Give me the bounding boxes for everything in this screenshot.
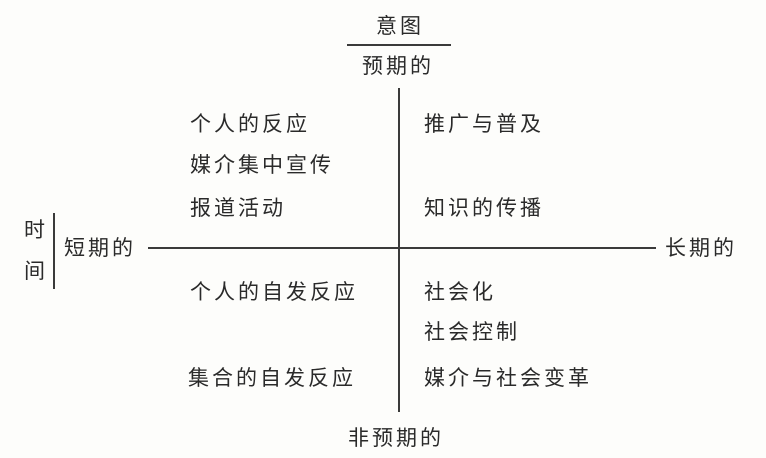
vertical-axis	[398, 88, 400, 412]
quadrant-item: 媒介集中宣传	[190, 153, 334, 177]
quadrant-item: 社会控制	[424, 320, 520, 344]
quadrant-item: 知识的传播	[424, 196, 544, 220]
horizontal-axis	[148, 247, 656, 249]
quadrant-item: 社会化	[424, 280, 496, 304]
axis-title-time-2: 间	[24, 259, 45, 283]
quadrant-item: 报道活动	[190, 196, 286, 220]
quadrant-item: 集合的自发反应	[188, 366, 356, 390]
axis-label-intended: 预期的	[362, 54, 434, 78]
time-bracket-line	[53, 213, 55, 289]
axis-title-time-1: 时	[24, 218, 45, 242]
axis-label-long-term: 长期的	[665, 236, 737, 260]
quadrant-item: 个人的反应	[190, 112, 310, 136]
axis-label-unintended: 非预期的	[348, 426, 444, 450]
fraction-divider	[347, 44, 451, 46]
quadrant-item: 个人的自发反应	[190, 280, 358, 304]
axis-title-intent: 意图	[376, 14, 424, 38]
axis-label-short-term: 短期的	[64, 236, 136, 260]
quadrant-item: 推广与普及	[424, 112, 544, 136]
quadrant-item: 媒介与社会变革	[424, 366, 592, 390]
